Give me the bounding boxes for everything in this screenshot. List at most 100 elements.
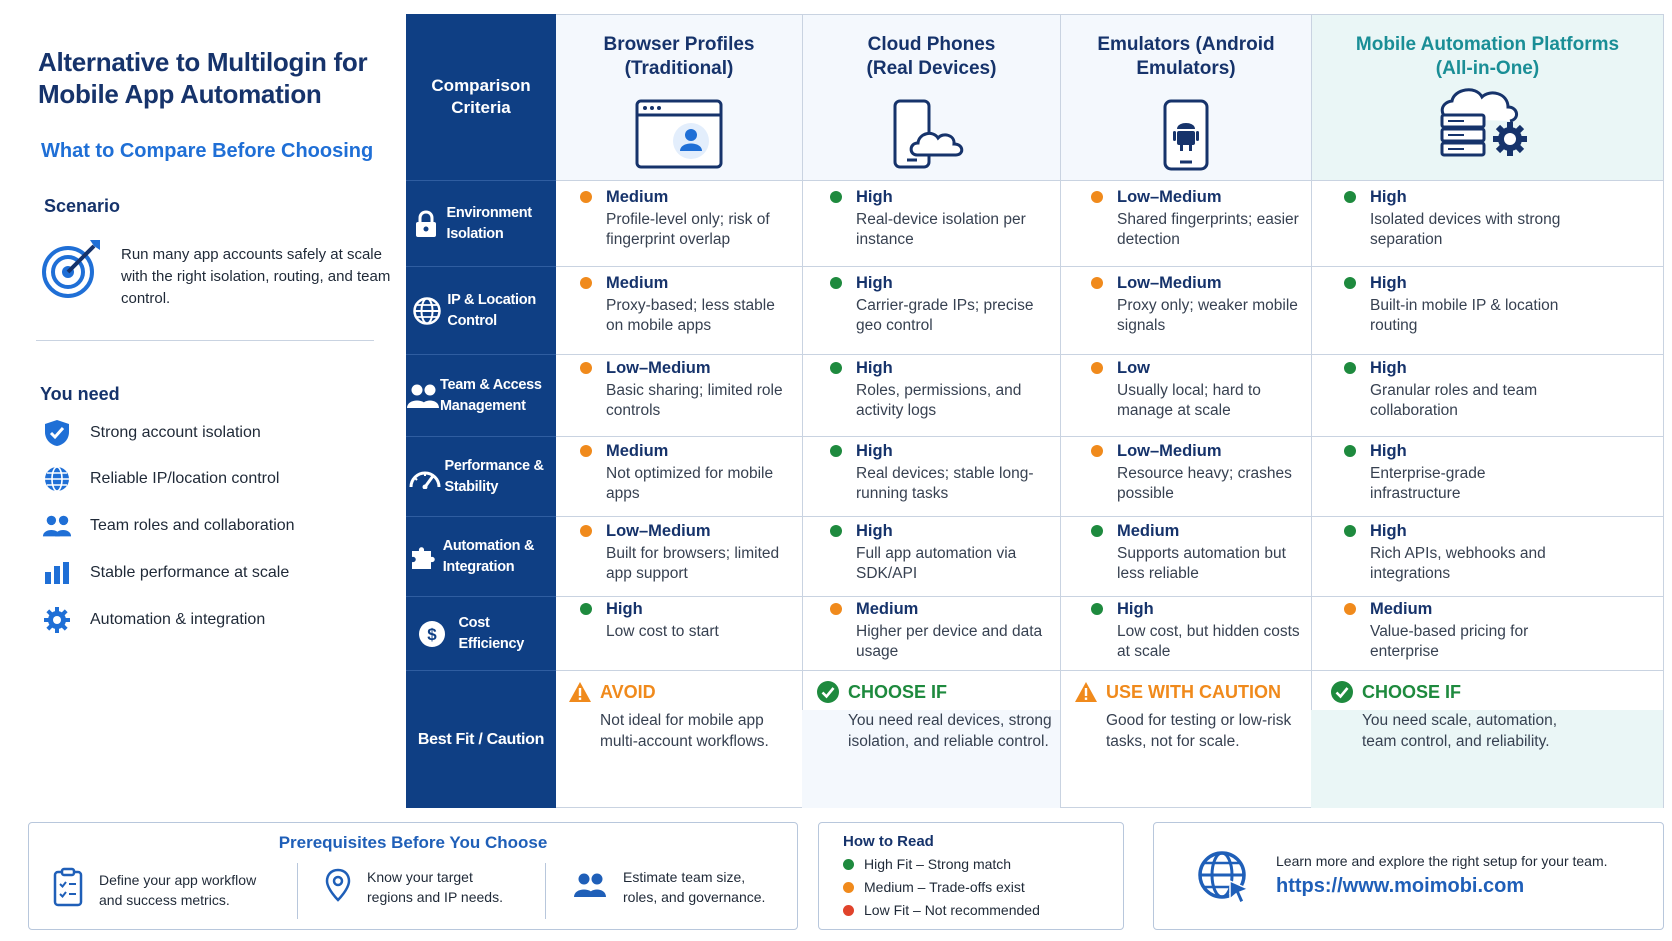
grid-line — [556, 596, 1664, 597]
status-dot — [830, 191, 842, 203]
android-phone-icon — [1161, 99, 1211, 176]
status-dot — [1344, 603, 1356, 615]
cloud-phone-icon — [887, 99, 977, 176]
browser-profile-icon — [635, 99, 723, 174]
learn-more-box: Learn more and explore the right setup f… — [1153, 822, 1664, 930]
legend-dot — [843, 858, 854, 870]
need-label: Team roles and collaboration — [90, 517, 295, 534]
divider — [297, 863, 298, 919]
prerequisites-heading: Prerequisites Before You Choose — [278, 833, 548, 852]
warning-icon — [1074, 681, 1098, 703]
criterion-cost: $ Cost Efficiency — [406, 596, 556, 670]
scenario-heading: Scenario — [44, 196, 121, 216]
grid-line — [556, 516, 1664, 517]
legend-item: Medium – Trade-offs exist — [843, 879, 1025, 895]
grid-line — [556, 180, 1664, 181]
shield-check-icon — [42, 418, 72, 448]
globe-cursor-icon — [1196, 849, 1252, 910]
clipboard-check-icon — [53, 867, 83, 912]
legend-dot — [843, 904, 854, 916]
scenario-text: Run many app accounts safely at scale wi… — [121, 246, 391, 307]
criterion-performance: Performance & Stability — [406, 436, 556, 516]
status-dot — [1344, 362, 1356, 374]
page-subtitle: What to Compare Before Choosing — [41, 140, 374, 162]
gear-icon — [42, 605, 72, 635]
grid-line — [1060, 14, 1061, 808]
users-icon — [42, 511, 72, 541]
grid-line — [1311, 14, 1312, 808]
divider — [36, 340, 374, 341]
prereq-item: Define your app workflow and success met… — [53, 867, 275, 912]
status-dot — [1091, 525, 1103, 537]
page-title: Alternative to Multilogin for Mobile App… — [38, 47, 368, 109]
lock-icon — [406, 210, 447, 238]
criteria-header: Comparison Criteria — [431, 76, 531, 117]
column-header-emulators: Emulators (Android Emulators) — [1061, 14, 1312, 180]
target-icon — [40, 236, 104, 300]
learn-more-text: Learn more and explore the right setup f… — [1276, 853, 1608, 869]
need-label: Reliable IP/location control — [90, 470, 280, 487]
grid-line — [802, 14, 803, 808]
status-dot — [580, 525, 592, 537]
column-header-browser-profiles: Browser Profiles (Traditional) — [556, 14, 803, 180]
globe-icon — [42, 464, 72, 494]
server-cloud-gear-icon — [1434, 83, 1542, 168]
prereq-text: Estimate team size, roles, and governanc… — [623, 869, 766, 905]
website-link[interactable]: https://www.moimobi.com — [1276, 875, 1525, 897]
column-header-cloud-phones: Cloud Phones (Real Devices) — [803, 14, 1061, 180]
how-to-read-heading: How to Read — [843, 833, 934, 850]
check-circle-icon — [1330, 680, 1354, 704]
status-dot — [580, 362, 592, 374]
legend-dot — [843, 881, 854, 893]
need-item: Team roles and collaboration — [42, 511, 295, 541]
needs-heading: You need — [40, 384, 120, 404]
bar-chart-icon — [42, 558, 72, 588]
users-icon — [573, 872, 607, 903]
grid-line — [556, 354, 1664, 355]
users-icon — [406, 383, 440, 409]
criteria-column — [406, 14, 556, 808]
globe-icon — [406, 296, 447, 326]
puzzle-icon — [406, 543, 443, 571]
prerequisites-box: Prerequisites Before You Choose Define y… — [28, 822, 798, 930]
how-to-read-box: How to Read High Fit – Strong match Medi… — [818, 822, 1124, 930]
grid-line — [1663, 14, 1664, 808]
warning-icon — [568, 681, 592, 703]
status-dot — [1091, 445, 1103, 457]
status-dot — [1344, 191, 1356, 203]
grid-line — [556, 266, 1664, 267]
need-item: Strong account isolation — [42, 418, 261, 448]
criterion-automation: Automation & Integration — [406, 516, 556, 596]
status-dot — [1091, 362, 1103, 374]
status-dot — [830, 603, 842, 615]
need-label: Strong account isolation — [90, 424, 261, 441]
left-panel: Alternative to Multilogin for Mobile App… — [0, 0, 405, 815]
prereq-text: Know your target regions and IP needs. — [367, 869, 503, 905]
svg-text:$: $ — [428, 625, 438, 644]
criterion-ip-location: IP & Location Control — [406, 266, 556, 354]
check-circle-icon — [816, 680, 840, 704]
status-dot — [580, 445, 592, 457]
grid-line — [556, 670, 1664, 671]
status-dot — [830, 445, 842, 457]
